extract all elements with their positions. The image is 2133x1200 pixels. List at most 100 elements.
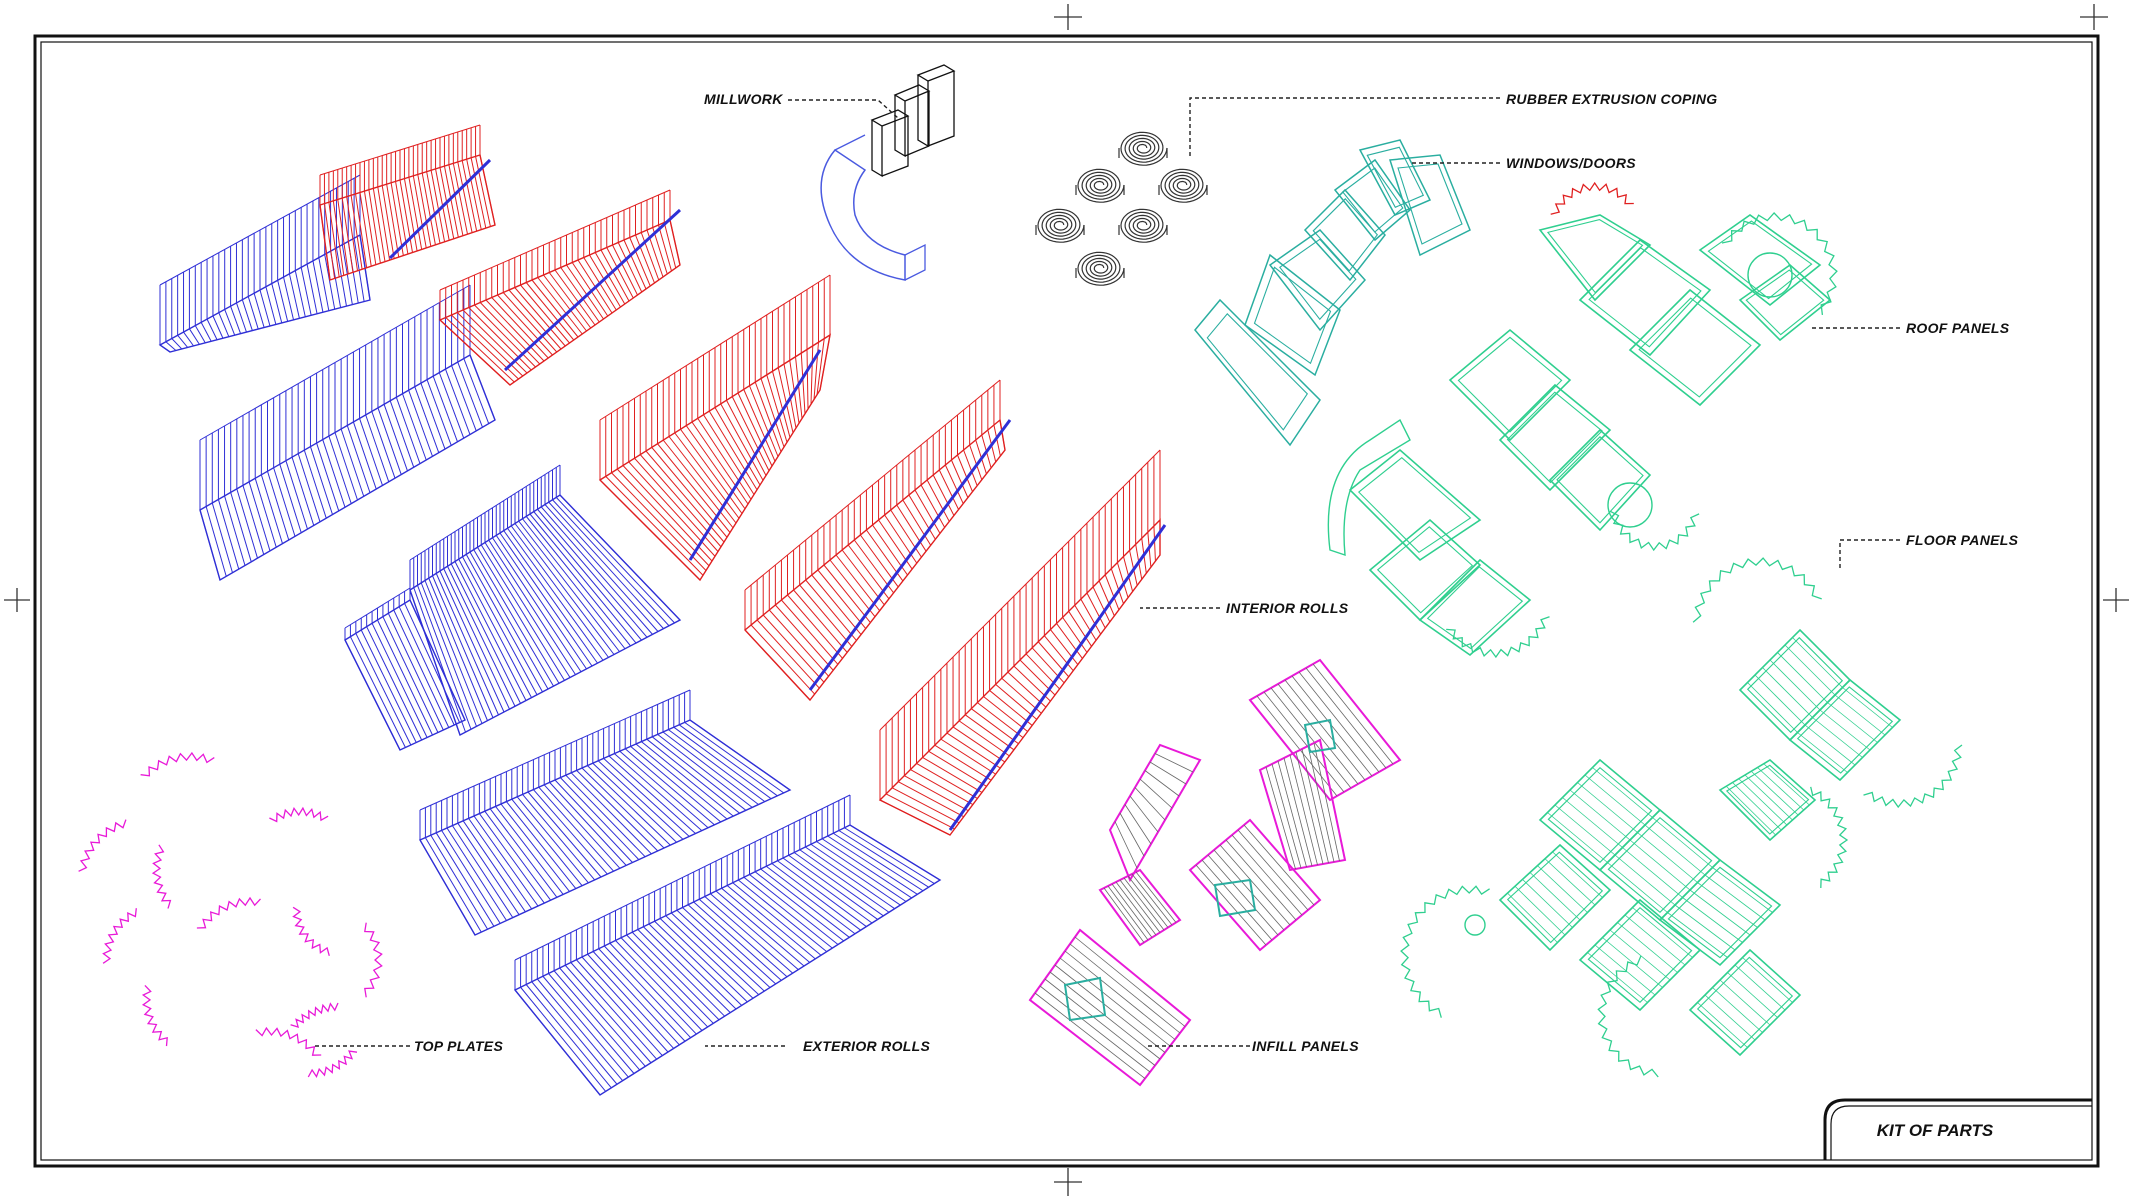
window-frame-2 xyxy=(1268,229,1367,332)
interior-roll-strap-5 xyxy=(948,524,1167,831)
label-top-plates: TOP PLATES xyxy=(414,1038,503,1054)
roof-curved-edge xyxy=(1327,418,1411,557)
roof-panel-11 xyxy=(1418,558,1532,657)
floor-panel-9 xyxy=(1718,759,1817,842)
floor-gear-edge-5 xyxy=(1810,786,1849,889)
interior-roll-1 xyxy=(319,124,496,281)
label-exterior-rolls: EXTERIOR ROLLS xyxy=(803,1038,930,1054)
interior-roll-5 xyxy=(878,449,1161,836)
title-block: KIT OF PARTS xyxy=(1823,1098,2092,1160)
exterior-roll-5 xyxy=(419,689,792,936)
window-frame-5 xyxy=(1358,139,1432,216)
interior-roll-2 xyxy=(438,189,681,386)
top-plate-9 xyxy=(141,984,168,1047)
millwork-cabinet-1 xyxy=(870,109,910,178)
roof-panel-2 xyxy=(1628,288,1762,407)
floor-panel-4 xyxy=(1598,808,1722,922)
interior-roll-strap-1 xyxy=(388,158,492,260)
label-rubber-extrusion-coping: RUBBER EXTRUSION COPING xyxy=(1506,91,1717,107)
label-roof-panels: ROOF PANELS xyxy=(1906,320,2010,336)
label-windows-doors: WINDOWS/DOORS xyxy=(1506,155,1636,171)
top-plate-11 xyxy=(255,1026,322,1056)
interior-roll-strap-4 xyxy=(808,419,1012,691)
floor-post-hole xyxy=(1464,914,1486,936)
rubber-coping-group xyxy=(1035,131,1208,286)
exterior-roll-6 xyxy=(513,794,942,1096)
roof-skylight-1 xyxy=(1747,252,1793,298)
door-frame-1 xyxy=(1194,298,1321,447)
floor-panel-5 xyxy=(1658,858,1782,967)
windows-doors-group xyxy=(1194,139,1471,447)
exterior-roll-2 xyxy=(199,284,496,582)
roof-panel-5 xyxy=(1448,328,1572,442)
window-frame-4 xyxy=(1333,158,1412,242)
floor-panel-6 xyxy=(1498,843,1612,952)
roof-skylight-edge xyxy=(1550,181,1634,215)
top-plate-1 xyxy=(140,751,215,777)
roof-panel-8 xyxy=(1538,214,1652,302)
leader-lines xyxy=(312,97,1900,1047)
window-frame-1 xyxy=(1244,253,1341,377)
top-plate-2 xyxy=(78,819,127,872)
sheet-title: KIT OF PARTS xyxy=(1877,1121,1994,1140)
floor-panel-7 xyxy=(1578,898,1702,1012)
infill-panel-6 xyxy=(1098,868,1182,947)
top-plate-3 xyxy=(151,844,172,909)
floor-panel-3 xyxy=(1538,758,1662,872)
interior-roll-strap-2 xyxy=(503,208,682,372)
top-plates-group xyxy=(78,751,383,1079)
exterior-roll-3 xyxy=(344,587,466,751)
roof-panel-9 xyxy=(1348,448,1482,562)
top-plate-6 xyxy=(102,908,137,964)
coping-coil-3 xyxy=(1160,168,1208,203)
coping-coil-5 xyxy=(1120,208,1168,243)
top-plate-12 xyxy=(290,1002,339,1028)
infill-panel-2 xyxy=(1258,738,1347,872)
infill-panel-5 xyxy=(1028,928,1192,1087)
window-frame-3 xyxy=(1303,188,1386,282)
floor-gear-edge-3 xyxy=(1400,885,1490,1018)
infill-window-1 xyxy=(1303,718,1337,754)
millwork-curved-counter xyxy=(820,149,906,281)
top-plate-7 xyxy=(196,896,261,929)
exterior-roll-4 xyxy=(409,464,682,736)
floor-panel-8 xyxy=(1688,948,1802,1057)
infill-window-3 xyxy=(1063,976,1107,1022)
millwork-cabinet-2 xyxy=(893,84,931,158)
top-plate-4 xyxy=(269,806,329,823)
door-frame-2 xyxy=(1389,154,1471,257)
millwork-group xyxy=(820,64,956,281)
part-labels: MILLWORK RUBBER EXTRUSION COPING WINDOWS… xyxy=(414,91,2018,1054)
coping-coil-2 xyxy=(1077,168,1125,203)
floor-gear-edge-2 xyxy=(1863,744,1963,809)
roof-panel-10 xyxy=(1368,518,1482,622)
roof-panel-3 xyxy=(1698,214,1822,307)
top-plate-10 xyxy=(307,1050,358,1079)
label-interior-rolls: INTERIOR ROLLS xyxy=(1226,600,1349,616)
roof-panel-4 xyxy=(1738,263,1832,342)
roof-panel-1 xyxy=(1578,238,1712,357)
roof-gear-edge-2 xyxy=(1610,510,1700,552)
coping-coil-6 xyxy=(1077,251,1125,286)
infill-panel-1 xyxy=(1248,658,1402,802)
millwork-cabinet-3 xyxy=(916,64,956,148)
infill-panels-group xyxy=(1028,658,1402,1087)
floor-panels-group xyxy=(1400,557,1963,1078)
interior-roll-strap-3 xyxy=(688,349,822,561)
infill-window-2 xyxy=(1213,878,1257,918)
top-plate-5 xyxy=(292,906,330,956)
coping-coil-4 xyxy=(1037,208,1085,243)
floor-panel-2 xyxy=(1788,678,1902,782)
top-plate-8 xyxy=(364,922,383,998)
coping-coil-1 xyxy=(1120,131,1168,166)
interior-roll-3 xyxy=(598,274,831,582)
interior-rolls-group xyxy=(319,124,1167,836)
interior-roll-4 xyxy=(743,379,1006,702)
roof-gear-edge-3 xyxy=(1446,616,1550,659)
label-infill-panels: INFILL PANELS xyxy=(1252,1038,1359,1054)
registration-marks xyxy=(4,4,2129,1196)
sheet-border xyxy=(33,34,2100,1168)
floor-gear-edge-4 xyxy=(1597,955,1659,1078)
roof-gear-edge-1 xyxy=(1721,212,1838,315)
